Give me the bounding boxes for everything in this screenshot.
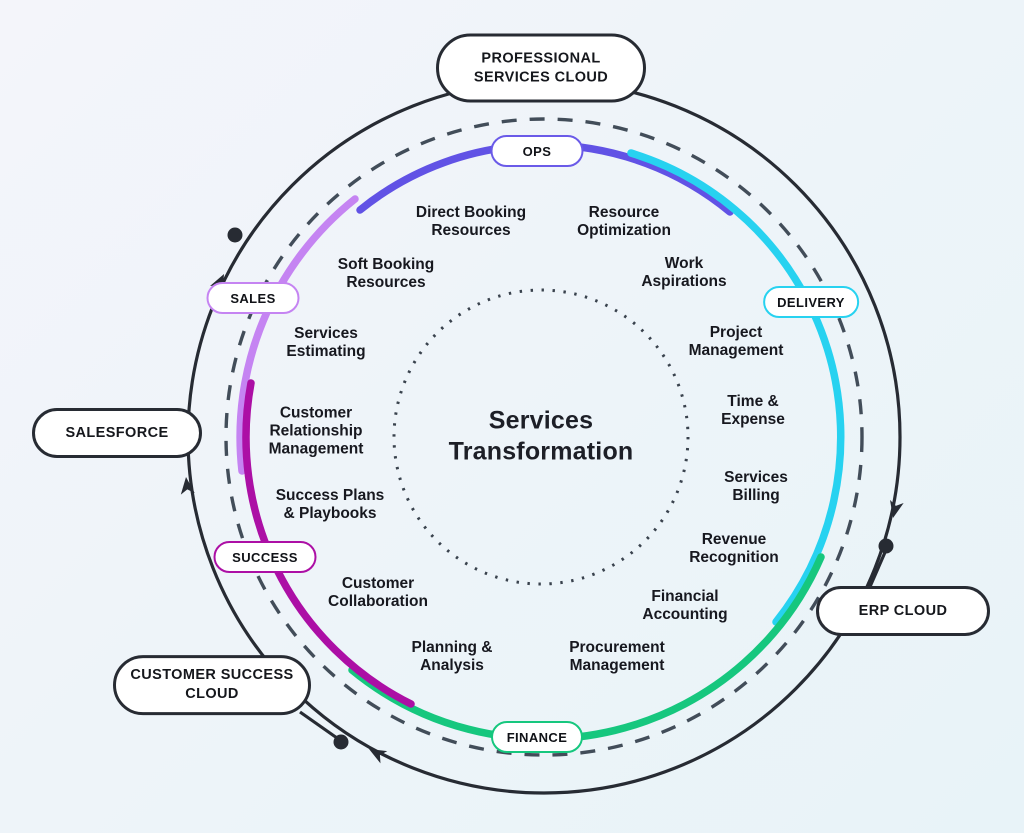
segment-pill-ops: OPS xyxy=(490,135,584,167)
finance-arc xyxy=(348,553,825,743)
ring-label-services-estimating: Services Estimating xyxy=(286,325,366,360)
segment-pill-finance: FINANCE xyxy=(491,721,583,753)
ring-label-success-plans-playbooks: Success Plans & Playbooks xyxy=(275,487,385,522)
diagram-title: Services Transformation xyxy=(448,406,634,466)
ring-label-project-management: Project Management xyxy=(688,324,784,359)
ring-label-customer-relationship-management: Customer Relationship Management xyxy=(268,404,364,457)
dashed-circle xyxy=(224,117,864,757)
delivery-arc xyxy=(627,149,845,626)
segment-pill-sales: SALES xyxy=(206,282,300,314)
arrowhead-to-salesforce xyxy=(180,477,195,495)
ring-label-resource-optimization: Resource Optimization xyxy=(577,204,671,239)
ring-label-time-and-expense: Time & Expense xyxy=(721,393,785,428)
ring-label-financial-accounting: Financial Accounting xyxy=(642,588,728,623)
ring-label-work-aspirations: Work Aspirations xyxy=(641,255,727,290)
ring-label-direct-booking-resources: Direct Booking Resources xyxy=(415,204,527,239)
ring-label-revenue-recognition: Revenue Recognition xyxy=(689,531,779,566)
sales-arc xyxy=(236,195,359,475)
ring-label-customer-collaboration: Customer Collaboration xyxy=(328,575,428,610)
cloud-pill-salesforce: SALESFORCE xyxy=(32,408,202,458)
arrowhead-to-erp xyxy=(890,499,904,518)
cloud-pill-erp: ERP CLOUD xyxy=(816,586,990,636)
flow-dot-top-left xyxy=(227,227,243,243)
erp-connector-line xyxy=(867,549,888,590)
flow-dot-erp xyxy=(878,538,894,554)
cloud-pill-customer-success: CUSTOMER SUCCESS CLOUD xyxy=(113,655,311,715)
ring-label-procurement-management: Procurement Management xyxy=(569,639,665,674)
ring-label-planning-analysis: Planning & Analysis xyxy=(411,639,493,674)
flow-dot-customer-success xyxy=(333,734,349,750)
segment-pill-success: SUCCESS xyxy=(213,541,317,573)
ring-label-services-billing: Services Billing xyxy=(724,469,788,504)
ring-label-soft-booking-resources: Soft Booking Resources xyxy=(337,256,435,291)
cloud-pill-professional-services: PROFESSIONAL SERVICES CLOUD xyxy=(436,33,646,103)
segment-pill-delivery: DELIVERY xyxy=(763,286,859,318)
customer-success-connector-line xyxy=(299,710,338,740)
arrowhead-to-customer-success xyxy=(369,749,388,764)
dotted-circle xyxy=(392,288,690,586)
